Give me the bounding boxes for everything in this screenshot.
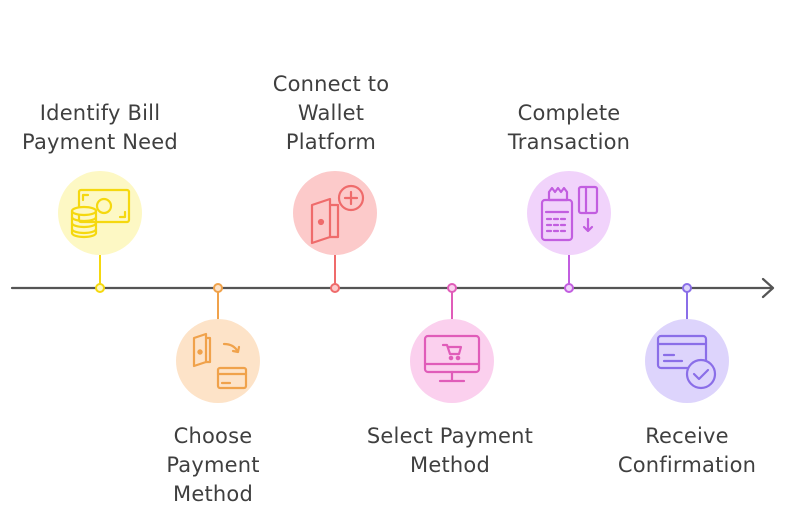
step-1: [58, 171, 142, 293]
step-4-label: Select Payment Method: [350, 422, 550, 480]
step-6-marker: [682, 283, 692, 293]
cash-coins-icon: [70, 188, 131, 239]
step-2-label: Choose Payment Method: [113, 422, 313, 509]
step-1-label: Identify Bill Payment Need: [0, 99, 200, 157]
step-4: [410, 283, 494, 403]
step-3-label: Connect to Wallet Platform: [231, 70, 431, 157]
step-5-bubble: [527, 171, 611, 255]
step-5-marker: [564, 283, 574, 293]
step-5-label-text: Complete Transaction: [507, 101, 631, 154]
step-6: [645, 283, 729, 403]
pos-terminal-icon: [540, 185, 599, 242]
card-check-icon: [656, 334, 717, 390]
step-3: [293, 171, 377, 293]
step-3-marker: [330, 283, 340, 293]
timeline-arrowhead: [761, 277, 775, 299]
step-2: [176, 283, 260, 403]
wallet-add-icon: [310, 184, 365, 245]
step-1-marker: [95, 283, 105, 293]
step-4-marker: [447, 283, 457, 293]
step-4-label-text: Select Payment Method: [366, 424, 534, 477]
step-4-bubble: [410, 319, 494, 403]
step-3-label-text: Connect to Wallet Platform: [272, 72, 390, 154]
step-6-label-text: Receive Confirmation: [617, 424, 757, 477]
step-6-label: Receive Confirmation: [587, 422, 787, 480]
step-2-marker: [213, 283, 223, 293]
step-2-label-text: Choose Payment Method: [166, 424, 260, 506]
step-2-bubble: [176, 319, 260, 403]
step-5: [527, 171, 611, 293]
monitor-cart-icon: [423, 334, 481, 383]
step-3-bubble: [293, 171, 377, 255]
wallet-card-icon: [192, 332, 248, 390]
step-1-label-text: Identify Bill Payment Need: [22, 101, 178, 154]
step-5-label: Complete Transaction: [469, 99, 669, 157]
